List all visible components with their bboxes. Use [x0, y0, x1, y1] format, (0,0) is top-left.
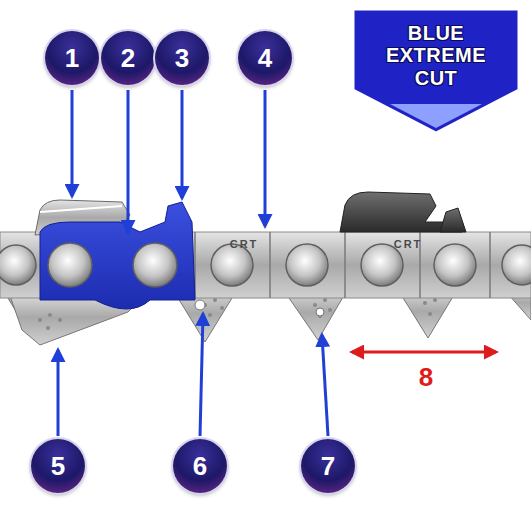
callout-circle: 1 [45, 31, 99, 85]
callout-number: 6 [193, 453, 207, 479]
callout-number: 3 [175, 45, 189, 71]
callout-circle: 5 [31, 439, 85, 493]
callout-number: 4 [258, 45, 272, 71]
brand-logo: BLUE EXTREME CUT [350, 6, 522, 136]
callout-number: 1 [65, 45, 79, 71]
callout-circle: 3 [155, 31, 209, 85]
callout-number: 8 [419, 362, 433, 393]
link-marking: CRT [394, 238, 423, 250]
callout-number: 5 [51, 453, 65, 479]
logo-text: BLUE EXTREME CUT [380, 22, 492, 89]
callout-circle: 6 [173, 439, 227, 493]
link-marking: CRT [230, 238, 259, 250]
callout-circle: 7 [301, 439, 355, 493]
callout-circle: 4 [238, 31, 292, 85]
callout-circle: 2 [101, 31, 155, 85]
callout-number: 7 [321, 453, 335, 479]
callout-number: 2 [121, 45, 135, 71]
